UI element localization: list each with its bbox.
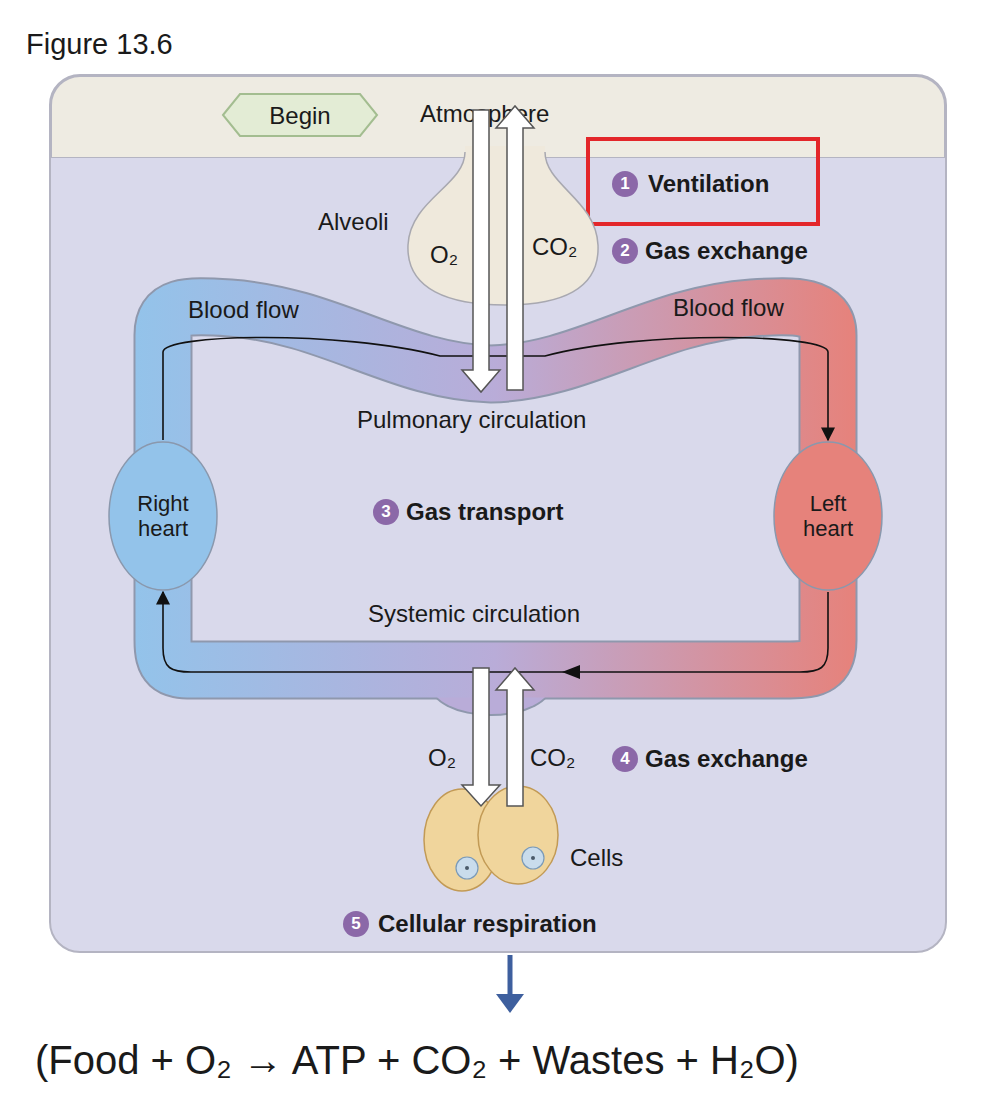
step-label: Gas transport xyxy=(406,498,563,526)
nucleolus xyxy=(531,856,535,860)
output-arrow-head xyxy=(496,994,524,1013)
flow-label: Blood flow xyxy=(673,294,784,322)
alveolus-outline xyxy=(408,152,598,305)
output-arrow-shaft xyxy=(508,955,513,997)
nucleolus xyxy=(465,866,469,870)
node-label: Left heart xyxy=(788,491,868,541)
band-outline xyxy=(163,307,828,670)
blood-flow-arrow xyxy=(163,338,828,441)
step-label: Gas exchange xyxy=(645,237,808,265)
callout-number: 5 xyxy=(343,911,369,937)
step-label: Cellular respiration xyxy=(378,910,597,938)
hexagon-outline xyxy=(223,94,377,136)
circuit-label: Pulmonary circulation xyxy=(357,406,586,434)
cell-nucleus xyxy=(456,857,478,879)
oxygen-arrow xyxy=(462,668,500,806)
callout-number: 2 xyxy=(612,238,638,264)
figure-title: Figure 13.6 xyxy=(26,27,173,61)
gas-label: O₂ xyxy=(428,744,456,772)
carbon-dioxide-arrow xyxy=(496,668,534,806)
left-heart: Left heart xyxy=(772,440,884,592)
right-heart: Right heart xyxy=(107,440,219,592)
gas-label: O₂ xyxy=(430,241,458,269)
callout-number: 1 xyxy=(612,171,638,197)
step-label: Gas exchange xyxy=(645,745,808,773)
node-label: Alveoli xyxy=(318,208,389,236)
node-label: Begin xyxy=(225,103,375,128)
flow-arrow-head xyxy=(562,665,580,679)
alveoli-sac: Alveoli xyxy=(318,150,608,310)
circuit-label: Systemic circulation xyxy=(368,600,580,628)
node-label: Cells xyxy=(570,844,623,872)
heart-chamber xyxy=(109,442,217,590)
panel-frame xyxy=(50,75,946,952)
flow-label: Blood flow xyxy=(188,296,299,324)
node-label: Right heart xyxy=(123,491,203,541)
blood-flow-arrow xyxy=(163,592,828,672)
blood-band xyxy=(163,307,828,670)
cell-pair: Cells xyxy=(420,785,650,895)
equation-text: (Food + O₂ → ATP + CO₂ + Wastes + H₂O) xyxy=(35,1036,799,1084)
gas-label: CO₂ xyxy=(530,744,575,772)
gas-label: CO₂ xyxy=(532,233,577,261)
callout-number: 3 xyxy=(373,499,399,525)
heart-chamber xyxy=(774,442,882,590)
callout-number: 4 xyxy=(612,746,638,772)
cell-nucleus xyxy=(522,847,544,869)
cell-pair-shape xyxy=(420,785,650,895)
alveolus-fill xyxy=(408,146,598,305)
node-label: Ventilation xyxy=(648,170,769,198)
begin-hexagon: Begin xyxy=(222,93,378,137)
atmosphere-band: AtmosphereBegin xyxy=(50,75,946,158)
cell-body xyxy=(478,786,558,884)
